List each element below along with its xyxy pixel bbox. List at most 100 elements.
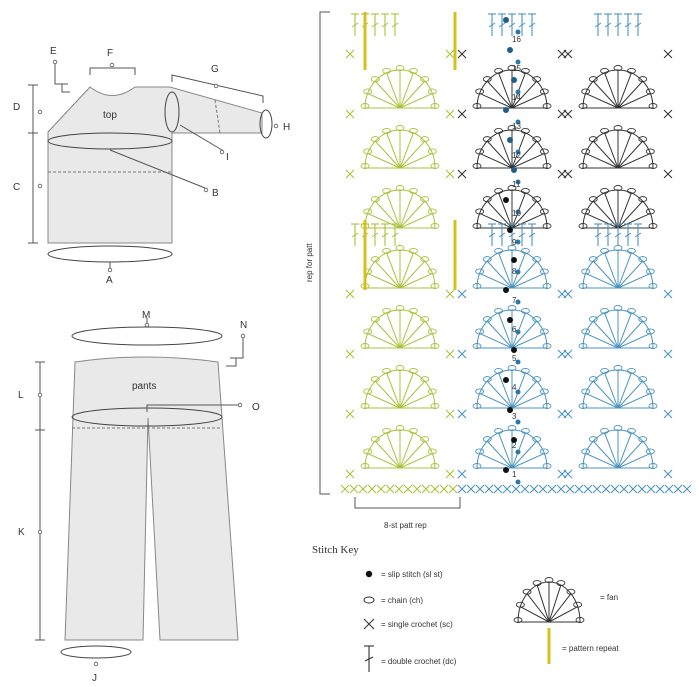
dc-mark [634, 22, 642, 28]
fan-arc [582, 309, 654, 349]
chart-cell [360, 245, 440, 289]
chart-cell [563, 409, 673, 419]
single-crochet-icon [363, 618, 375, 630]
label-O: O [252, 402, 260, 413]
row-number: 16 [512, 35, 521, 44]
sc-mark [538, 484, 548, 494]
dc-mark [518, 22, 526, 28]
fan-spoke [592, 320, 619, 349]
dc-mark [351, 22, 359, 28]
fan-spoke [374, 80, 401, 109]
fan-spoke [585, 453, 619, 469]
slip-stitch-column [503, 17, 521, 485]
fan-arc [364, 429, 436, 469]
chart-cell [360, 125, 440, 169]
dc-mark [498, 22, 506, 28]
fan-spoke [604, 132, 619, 169]
label-L: L [18, 390, 24, 401]
dc-mark [391, 232, 399, 238]
sc-mark [520, 484, 530, 494]
fan-icon [513, 577, 585, 623]
dc-mark [508, 22, 516, 28]
chart-cell [578, 185, 658, 229]
sl-st-dot [515, 329, 521, 335]
fan-spoke [592, 440, 619, 469]
dc-mark [508, 232, 516, 238]
fan-spoke [386, 312, 401, 349]
fan-spoke [498, 72, 513, 109]
fan-spoke [399, 333, 433, 349]
fan-spoke [520, 606, 550, 623]
sc-mark [403, 484, 413, 494]
chart-cell [345, 409, 455, 419]
sc-mark [349, 484, 359, 494]
fan-arc [364, 69, 436, 109]
fan-spoke [592, 140, 619, 169]
fan-spoke [374, 440, 401, 469]
key-item-double-crochet: = double crochet (dc) [364, 645, 457, 672]
key-label-single-crochet: = single crochet (sc) [381, 620, 453, 629]
sl-st-dot [515, 419, 521, 425]
sc-mark [529, 484, 539, 494]
chart-cell [351, 223, 399, 246]
foundation-row [340, 484, 692, 494]
sc-mark [445, 349, 455, 359]
chart-cell [360, 305, 440, 349]
fan-arc [476, 249, 548, 289]
sc-mark [484, 484, 494, 494]
sc-mark [502, 484, 512, 494]
pants-title: pants [132, 381, 156, 392]
fan-spoke [617, 393, 651, 409]
fan-spoke [617, 320, 644, 349]
row-number: 7 [512, 296, 517, 305]
fan-spoke [374, 380, 401, 409]
label-C: C [13, 182, 20, 193]
fan-spoke [617, 192, 632, 229]
row-number: 6 [512, 325, 517, 334]
sl-st-dot [503, 287, 509, 293]
sl-st-dot [515, 119, 521, 125]
fan-spoke [511, 153, 545, 169]
fan-spoke [585, 213, 619, 229]
row-number: 12 [512, 151, 521, 160]
label-N: N [240, 320, 247, 331]
top-title: top [103, 110, 117, 121]
sc-mark [345, 349, 355, 359]
fan-spoke [367, 393, 401, 409]
sc-mark [457, 169, 467, 179]
chart-cell [563, 109, 673, 119]
sc-mark [663, 49, 673, 59]
fan-spoke [399, 312, 414, 349]
fan-spoke [511, 200, 538, 229]
fan-spoke [498, 132, 513, 169]
sc-mark [345, 469, 355, 479]
fan-spoke [617, 140, 644, 169]
fan-spoke [399, 192, 414, 229]
key-label-double-crochet: = double crochet (dc) [381, 657, 457, 666]
sc-mark [511, 484, 521, 494]
fan-spoke [511, 380, 538, 409]
fan-spoke [617, 453, 651, 469]
sc-mark [457, 469, 467, 479]
sc-mark [367, 484, 377, 494]
sl-st-dot [515, 89, 521, 95]
fan-arc [582, 429, 654, 469]
fan-spoke [367, 273, 401, 289]
dc-mark [381, 232, 389, 238]
sc-mark [345, 49, 355, 59]
fan-spoke [479, 273, 513, 289]
key-item-chain: = chain (ch) [363, 596, 423, 605]
sc-mark [457, 109, 467, 119]
fan-spoke [617, 252, 632, 289]
sc-mark [421, 484, 431, 494]
chart-cell [345, 109, 455, 119]
fan-spoke [617, 153, 651, 169]
fan-spoke [399, 393, 433, 409]
key-item-single-crochet: = single crochet (sc) [363, 618, 453, 630]
sl-st-dot [515, 389, 521, 395]
pants-schematic [35, 318, 244, 659]
row-number: 4 [512, 383, 517, 392]
fan-spoke [399, 72, 414, 109]
sc-mark [345, 109, 355, 119]
sc-mark [439, 484, 449, 494]
